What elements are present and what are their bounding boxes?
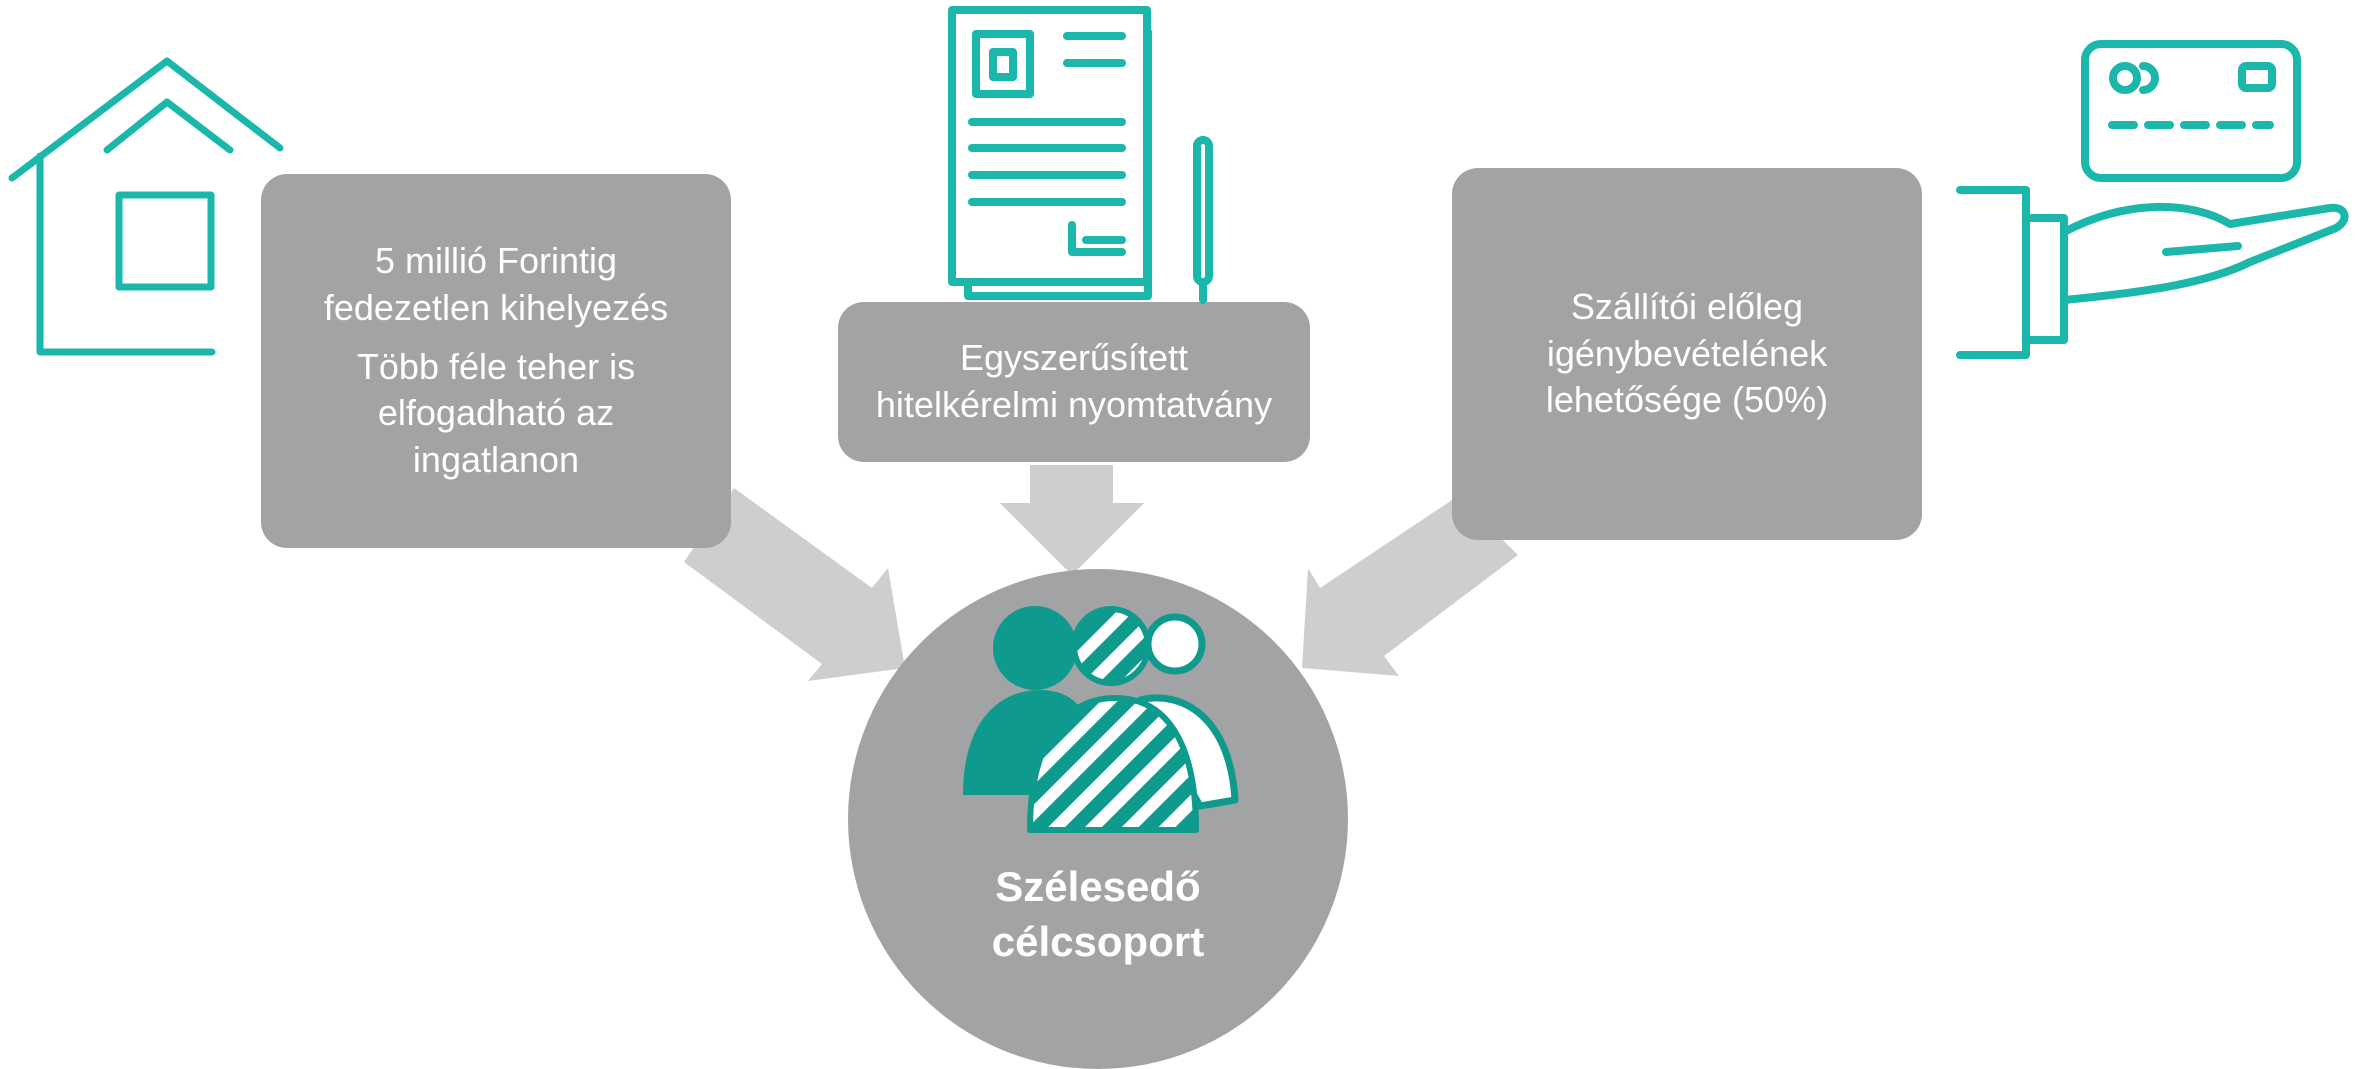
document-form-icon (948, 6, 1213, 304)
left-box-text-4: elfogadható az (377, 392, 615, 434)
right-feature-box: Szállítói előleg igénybevételének lehető… (1452, 168, 1922, 540)
left-feature-box: 5 millió Forintig fedezetlen kihelyezés … (261, 174, 731, 548)
house-icon (8, 57, 284, 356)
arrow-left-to-center (684, 488, 905, 681)
target-label-line-1: Szélesedő (995, 863, 1201, 910)
people-group-icon (963, 606, 1239, 833)
right-box-text-1: Szállítói előleg (1570, 285, 1804, 327)
left-box-text-5: ingatlanon (412, 439, 580, 481)
right-box-text-2: igénybevételének (1546, 332, 1828, 374)
middle-box-text-2: hitelkérelmi nyomtatvány (875, 384, 1273, 425)
left-box-text-1: 5 millió Forintig (374, 240, 618, 281)
arrow-right-to-center (1302, 496, 1518, 676)
target-label-line-2: célcsoport (991, 917, 1205, 965)
middle-feature-box: Egyszerűsített hitelkérelmi nyomtatvány (838, 302, 1310, 462)
right-box-text-3: lehetősége (50%) (1545, 379, 1829, 421)
left-box-text-3: Több féle teher is (356, 345, 636, 387)
card-on-hand-icon (1956, 40, 2349, 359)
target-group-label: Szélesedő célcsoport (848, 860, 1348, 969)
arrow-middle-to-center (1000, 465, 1144, 575)
middle-box-text-1: Egyszerűsített (959, 337, 1189, 379)
left-box-text-2: fedezetlen kihelyezés (323, 286, 669, 328)
